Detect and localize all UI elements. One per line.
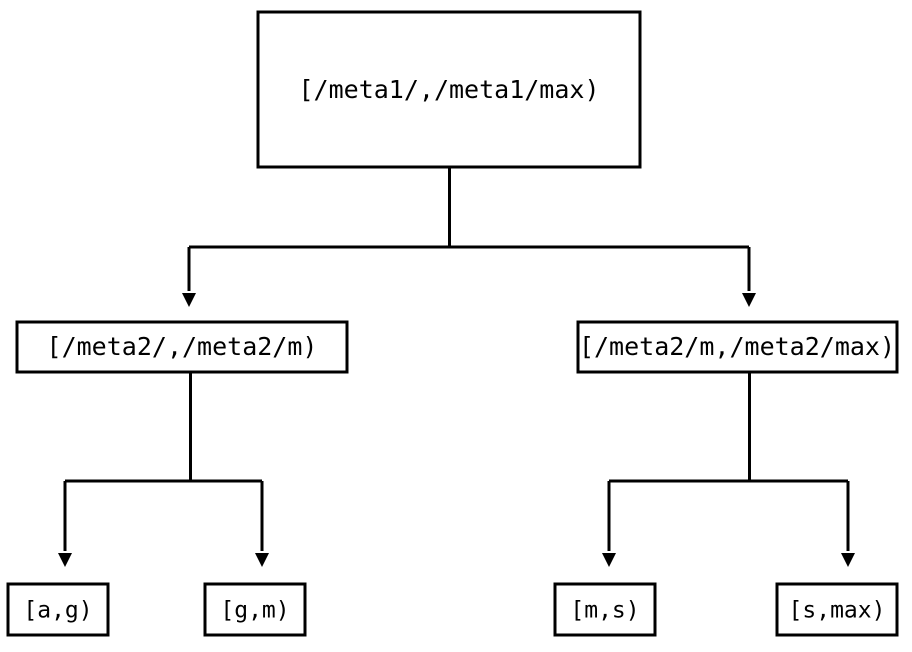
arrowhead-mid-right-icon — [742, 293, 756, 307]
edge-midleft-to-leaves-group — [58, 372, 269, 567]
node-leaf-3-box — [553, 582, 657, 637]
node-mid-left-label: [/meta2/,/meta2/m) — [47, 332, 318, 361]
node-mid-left-box — [15, 320, 349, 374]
node-leaf-4-label: [s,max) — [789, 598, 886, 624]
arrowhead-leaf1-icon — [58, 553, 72, 567]
node-mid-right[interactable]: [/meta2/m,/meta2/max) — [576, 320, 899, 374]
node-leaf-4-box — [775, 582, 899, 637]
edge-root-to-mid-group — [182, 167, 756, 307]
node-mid-left[interactable]: [/meta2/,/meta2/m) — [15, 320, 349, 374]
node-root[interactable]: [/meta1/,/meta1/max) — [256, 10, 642, 169]
node-root-box — [256, 10, 642, 169]
edge-midright-to-leaves-group — [602, 372, 855, 567]
node-mid-right-label: [/meta2/m,/meta2/max) — [579, 332, 895, 361]
node-root-label: [/meta1/,/meta1/max) — [298, 75, 599, 104]
node-leaf-1-label: [a,g) — [23, 598, 92, 624]
node-leaf-2[interactable]: [g,m) — [203, 582, 307, 637]
arrowhead-leaf3-icon — [602, 553, 616, 567]
arrowhead-leaf4-icon — [841, 553, 855, 567]
node-leaf-3[interactable]: [m,s) — [553, 582, 657, 637]
node-mid-right-box — [576, 320, 899, 374]
arrowhead-leaf2-icon — [255, 553, 269, 567]
node-leaf-3-label: [m,s) — [570, 598, 639, 624]
arrowhead-mid-left-icon — [182, 293, 196, 307]
node-leaf-2-box — [203, 582, 307, 637]
node-leaf-1-box — [6, 582, 110, 637]
node-leaf-1[interactable]: [a,g) — [6, 582, 110, 637]
node-leaf-4[interactable]: [s,max) — [775, 582, 899, 637]
node-leaf-2-label: [g,m) — [220, 598, 289, 624]
